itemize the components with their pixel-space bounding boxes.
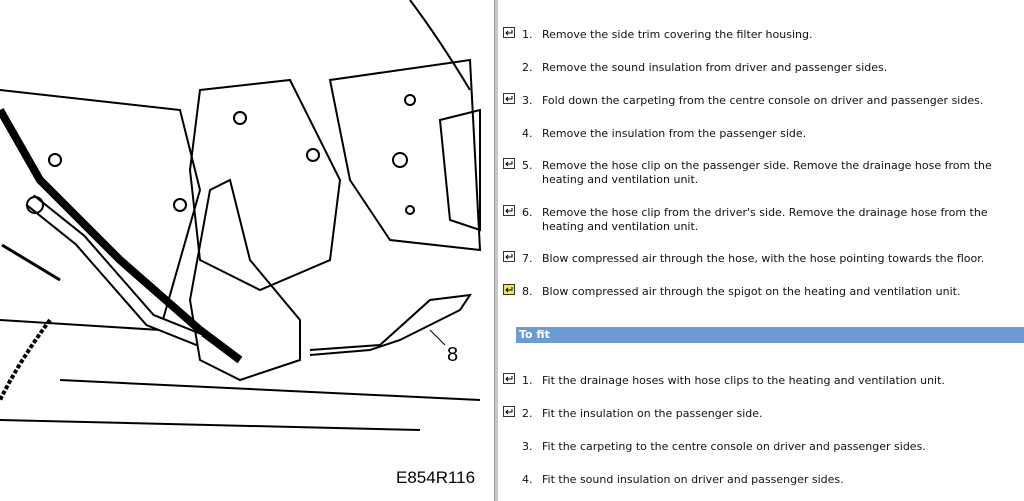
- return-arrow-icon[interactable]: [503, 158, 515, 169]
- step-text: Remove the hose clip on the passenger si…: [542, 159, 992, 186]
- step-text: Fold down the carpeting from the centre …: [542, 94, 984, 107]
- return-arrow-icon[interactable]: [503, 373, 515, 384]
- step-number: 1.: [522, 374, 533, 387]
- return-arrow-highlighted-icon[interactable]: [503, 284, 515, 295]
- panel-divider[interactable]: [494, 0, 498, 501]
- step-text: Remove the insulation from the passenger…: [542, 127, 807, 140]
- return-arrow-icon[interactable]: [503, 251, 515, 262]
- step-text: Blow compressed air through the spigot o…: [542, 285, 961, 298]
- return-arrow-icon[interactable]: [503, 406, 515, 417]
- step-text: Remove the sound insulation from driver …: [542, 61, 888, 74]
- return-arrow-icon[interactable]: [503, 205, 515, 216]
- step-number: 4.: [522, 473, 533, 486]
- step-number: 2.: [522, 407, 533, 420]
- step-text: Blow compressed air through the hose, wi…: [542, 252, 985, 265]
- step-text: Fit the insulation on the passenger side…: [542, 407, 763, 420]
- step-number: 3.: [522, 440, 533, 453]
- section-header-to-fit: To fit: [516, 327, 1024, 343]
- step-text: Fit the carpeting to the centre console …: [542, 440, 926, 453]
- step-number: 7.: [522, 252, 533, 265]
- return-arrow-icon[interactable]: [503, 27, 515, 38]
- step-number: 4.: [522, 127, 533, 140]
- return-arrow-icon[interactable]: [503, 93, 515, 104]
- step-text: Remove the hose clip from the driver's s…: [542, 206, 988, 233]
- figure-caption: E854R116: [396, 468, 476, 487]
- technical-illustration: [0, 0, 482, 431]
- callout-number: 8: [447, 344, 459, 366]
- step-number: 6.: [522, 206, 533, 219]
- step-text: Fit the sound insulation on driver and p…: [542, 473, 844, 486]
- step-text: Fit the drainage hoses with hose clips t…: [542, 374, 945, 387]
- step-number: 8.: [522, 285, 533, 298]
- step-number: 1.: [522, 28, 533, 41]
- step-text: Remove the side trim covering the filter…: [542, 28, 813, 41]
- step-number: 5.: [522, 159, 533, 172]
- step-number: 3.: [522, 94, 533, 107]
- step-number: 2.: [522, 61, 533, 74]
